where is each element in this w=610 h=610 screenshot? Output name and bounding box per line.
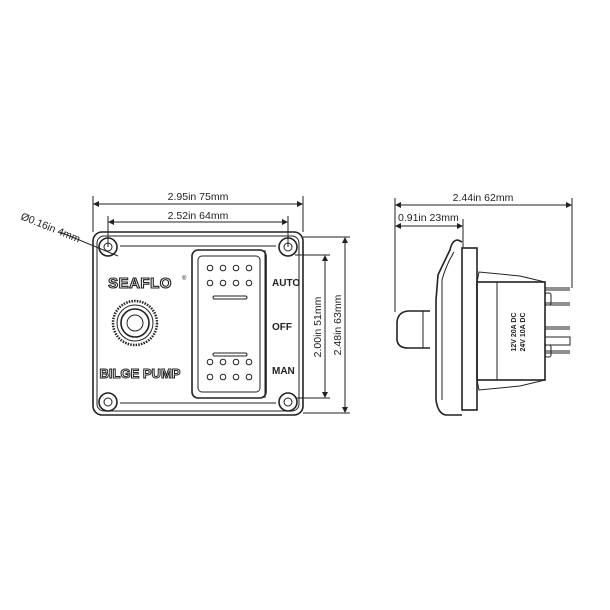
mounting-holes <box>98 237 298 412</box>
rocker-dot <box>232 264 240 272</box>
side-view: 2.44in 62mm 0.91in 23mm 12V 20A DC 24V 1… <box>394 192 573 416</box>
width-dimension-label: 2.95in 75mm <box>168 191 229 203</box>
width-dimension: 2.95in 75mm <box>92 191 304 232</box>
inner-height-dimension: 2.00in 51mm <box>295 254 330 399</box>
rocker-dot <box>232 279 240 287</box>
rocker-dot <box>206 373 214 381</box>
rocker-switch[interactable] <box>191 249 267 399</box>
rocker-dot <box>219 264 227 272</box>
bilge-pump-label: BILGE PUMP <box>100 366 181 381</box>
panel-plate <box>92 231 304 416</box>
circuit-breaker-button[interactable] <box>111 299 159 347</box>
position-label-off: OFF <box>272 322 292 333</box>
rating-line-1: 12V 20A DC <box>511 312 518 351</box>
rocker-dot <box>219 373 227 381</box>
hole-diameter-dimension: Ø0.16in 4mm <box>19 211 119 257</box>
depth-label: 2.44in 62mm <box>453 192 514 204</box>
terminal-pins <box>544 287 571 358</box>
breaker-button-profile <box>396 310 430 349</box>
front-depth-label: 0.91in 23mm <box>398 212 459 224</box>
front-depth-dimension: 0.91in 23mm <box>395 212 464 248</box>
rocker-dot <box>232 358 240 366</box>
hole-spacing-label: 2.52in 64mm <box>168 210 229 222</box>
rocker-dot <box>206 358 214 366</box>
mounting-flange <box>461 247 478 411</box>
rocker-dot <box>245 358 253 366</box>
registered-mark: ® <box>182 275 187 282</box>
rocker-dot <box>219 279 227 287</box>
rocker-dot <box>245 279 253 287</box>
rocker-dot <box>232 373 240 381</box>
hole-spacing-dimension: 2.52in 64mm <box>107 210 289 247</box>
depth-dimension: 2.44in 62mm <box>394 192 573 312</box>
rocker-dot <box>206 264 214 272</box>
rocker-dot <box>245 373 253 381</box>
hole-diameter-label: Ø0.16in 4mm <box>19 211 82 246</box>
rocker-dot <box>219 358 227 366</box>
bezel-profile <box>435 239 463 416</box>
rating-line-2: 24V 10A DC <box>520 312 527 351</box>
rocker-dot <box>245 264 253 272</box>
position-label-auto: AUTO <box>272 278 300 289</box>
switch-body <box>476 281 546 381</box>
front-view: 2.95in 75mm 2.52in 64mm Ø0.16in 4mm SEAF… <box>19 191 350 416</box>
brand-logo: SEAFLO <box>108 275 172 292</box>
position-label-man: MAN <box>272 366 295 377</box>
height-label: 2.48in 63mm <box>332 294 344 355</box>
rocker-dot <box>206 279 214 287</box>
inner-height-label: 2.00in 51mm <box>312 296 324 357</box>
height-dimension: 2.48in 63mm <box>303 236 350 414</box>
